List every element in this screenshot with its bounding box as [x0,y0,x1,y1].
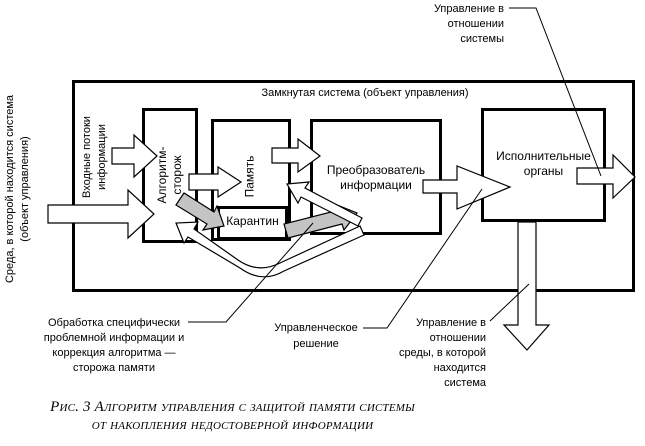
arrow-converter-to-executive-icon [422,165,512,210]
control-environment-line1: Управление в [415,317,486,329]
bent-return-arrow-to-watchdog-icon [175,221,365,278]
input-flows-line1: Входные потоки [81,116,93,198]
environment-label: Среда, в которой находится система (объе… [3,75,35,303]
quarantine-label: Карантин [226,214,279,228]
leader-line-problem-processing [188,222,314,323]
environment-line2: (объект управления) [19,136,31,242]
closed-system-title-text: Замкнутая система (объект управления) [261,87,469,99]
control-system-line1: Управление в [433,3,504,15]
management-decision-line2: решение [293,338,339,350]
executive-line1: Исполнительные [496,149,591,163]
converter-line2: информации [340,178,412,192]
closed-system-title: Замкнутая система (объект управления) [240,86,490,101]
watchdog-line1: Алгоритм- [155,146,169,204]
control-environment-line4: находится [433,362,486,374]
watchdog-algorithm-label: Алгоритм- сторож [155,113,185,237]
gray-arrow-watchdog-to-quarantine-icon [175,192,225,231]
input-flows-line2: информации [96,124,108,190]
control-environment-label: Управление в отношении среды, в которой … [366,316,486,391]
leader-line-control-environment [489,283,530,322]
figure-caption-line2: от накопления недостоверной информации [91,417,374,433]
problem-processing-line2: проблемной информации и [43,332,185,344]
information-converter-label: Преобразователь информации [310,163,442,193]
arrow-input-upper-icon [111,133,158,179]
figure-caption: Рис. 3 Алгоритм управления с защитой пам… [0,398,465,434]
problem-processing-line1: Обработка специфически [47,317,181,329]
watchdog-line2: сторож [170,155,184,195]
management-decision-label: Управленческое решение [260,320,372,352]
environment-line1: Среда, в которой находится система [4,94,16,284]
management-decision-line1: Управленческое [274,322,358,334]
problem-processing-label: Обработка специфически проблемной информ… [36,316,192,376]
control-environment-line5: система [444,377,486,389]
control-system-line2: отношении [447,18,504,30]
return-arrow-to-memory-icon [286,181,363,227]
executive-line2: органы [523,164,564,178]
problem-processing-line4: сторожа памяти [73,362,155,374]
converter-line1: Преобразователь [326,163,426,177]
executive-organs-box [481,108,606,222]
arrow-watchdog-to-memory-icon [188,165,243,199]
executive-organs-label: Исполнительные органы [481,149,606,179]
arrow-input-lower-icon [47,188,155,240]
leader-line-control-system [509,7,602,177]
control-environment-line3: среды, в которой [398,347,486,359]
leader-line-management-decision [363,188,483,329]
input-flows-label: Входные потоки информации [80,112,110,202]
problem-processing-line3: коррекция алгоритма — [52,347,176,359]
control-system-line3: системы [460,33,504,45]
arrow-executive-to-system-out-icon [576,153,636,200]
control-environment-line2: отношении [429,332,486,344]
arrow-memory-to-converter-icon [271,137,322,174]
figure-caption-line1: Рис. 3 Алгоритм управления с защитой пам… [50,399,415,415]
memory-label: Память [242,155,257,198]
control-system-label: Управление в отношении системы [384,2,504,47]
